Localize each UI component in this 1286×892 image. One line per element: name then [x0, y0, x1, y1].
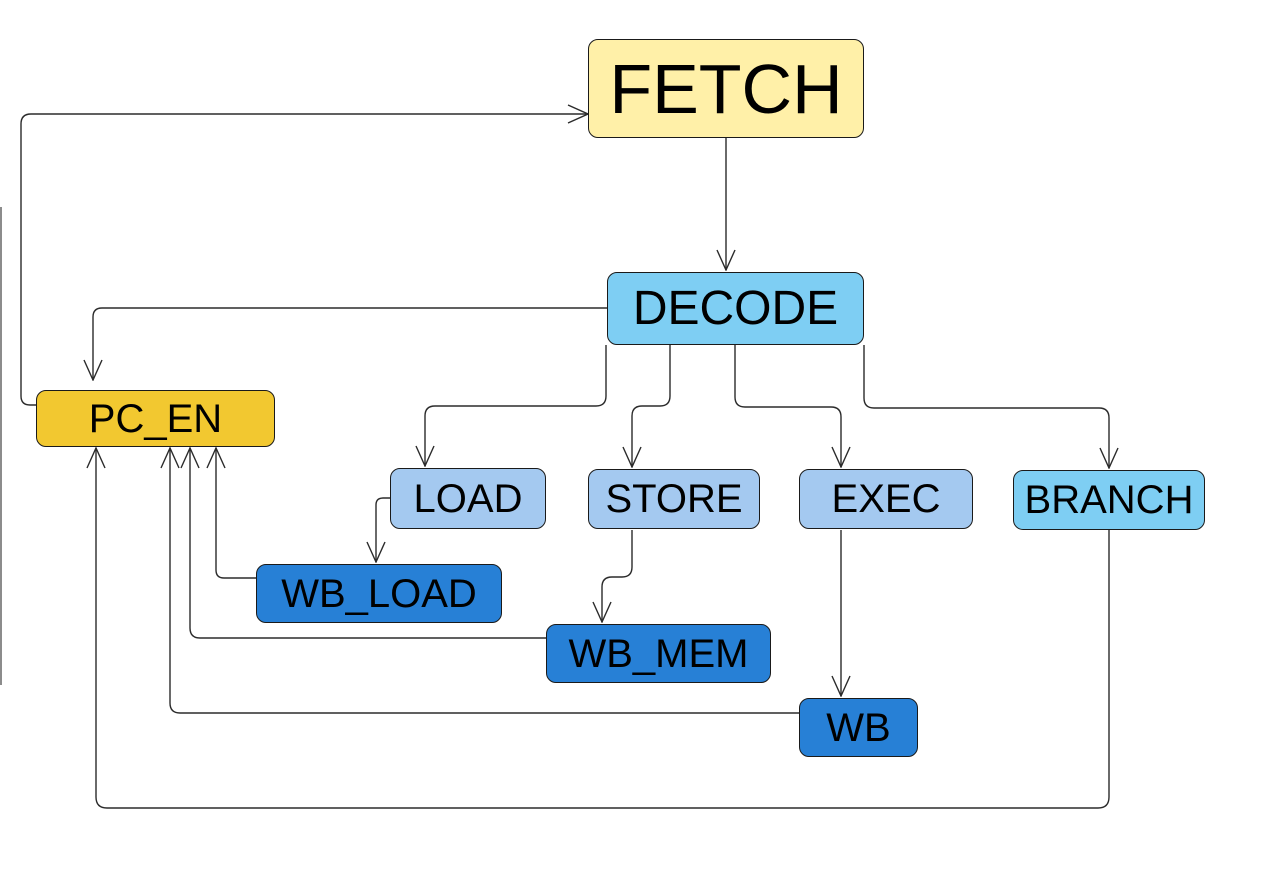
- edge-load-to-wb-load: [376, 497, 390, 562]
- node-fetch: FETCH: [588, 39, 864, 138]
- node-exec-label: EXEC: [831, 477, 941, 521]
- node-branch: BRANCH: [1013, 470, 1205, 530]
- node-exec: EXEC: [799, 469, 973, 529]
- node-branch-label: BRANCH: [1024, 478, 1194, 522]
- node-wb: WB: [799, 698, 918, 757]
- edge-decode-to-branch: [863, 345, 1109, 468]
- node-wb-mem-label: WB_MEM: [568, 631, 749, 676]
- edge-decode-to-load: [425, 345, 607, 466]
- node-pc-en-label: PC_EN: [88, 396, 223, 441]
- node-pc-en: PC_EN: [36, 390, 275, 447]
- node-wb-load-label: WB_LOAD: [281, 571, 477, 616]
- node-load: LOAD: [390, 468, 546, 529]
- node-wb-mem: WB_MEM: [546, 624, 771, 683]
- node-wb-label: WB: [826, 705, 891, 750]
- node-decode-label: DECODE: [632, 281, 839, 335]
- edge-wb-mem-to-pc-en: [190, 448, 546, 639]
- node-fetch-label: FETCH: [609, 49, 843, 128]
- node-decode: DECODE: [607, 272, 864, 345]
- edge-branch-to-pc-en: [96, 448, 1110, 809]
- node-wb-load: WB_LOAD: [256, 564, 502, 623]
- node-store-label: STORE: [605, 477, 743, 521]
- edge-decode-to-pc-en: [93, 307, 607, 380]
- node-load-label: LOAD: [413, 476, 523, 521]
- left-edge-strip: [0, 207, 2, 685]
- edge-pc-en-to-fetch: [20, 114, 588, 406]
- edge-decode-to-exec: [734, 345, 841, 467]
- node-store: STORE: [588, 469, 760, 529]
- edge-store-to-wb-mem: [602, 530, 633, 622]
- edge-decode-to-store: [632, 345, 671, 467]
- edge-wb-to-pc-en: [170, 448, 799, 714]
- edge-wb-load-to-pc-en: [216, 448, 256, 579]
